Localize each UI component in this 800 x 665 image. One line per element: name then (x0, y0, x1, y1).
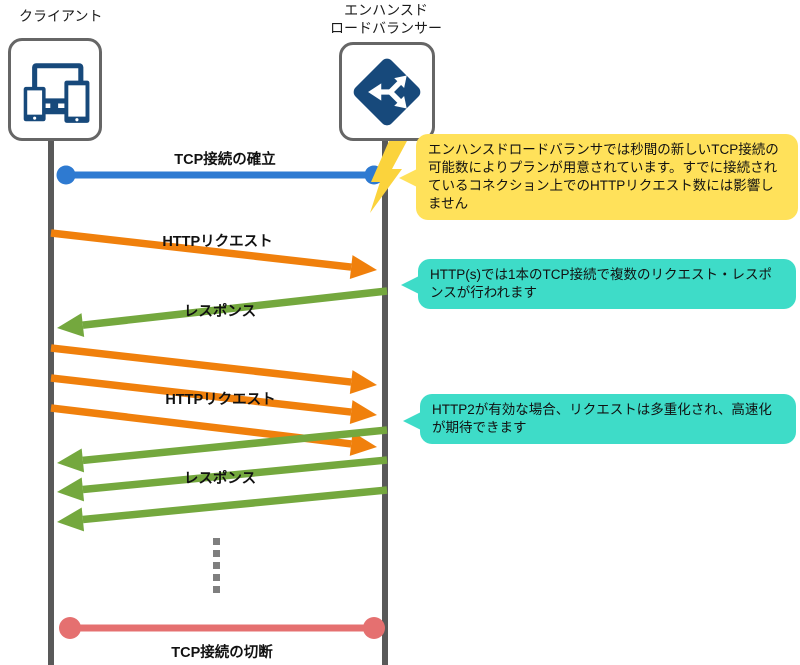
http-request-label-1: HTTPリクエスト (162, 234, 273, 250)
client-lifeline (48, 135, 54, 665)
load-balancer-icon (353, 58, 421, 125)
tcp-establish-label: TCP接続の確立 (174, 152, 276, 168)
client-label: クライアント (19, 8, 103, 24)
vertical-ellipsis (213, 538, 220, 593)
client-actor-box (8, 38, 102, 141)
callout-tail (399, 169, 417, 187)
callout-tcp-plan: エンハンスドロードバランサでは秒間の新しいTCP接続の可能数によりプランが用意さ… (399, 134, 798, 220)
tcp-disconnect-label: TCP接続の切断 (171, 645, 273, 661)
http-request-arrow-4 (50, 404, 377, 456)
load-balancer-lifeline (382, 134, 388, 665)
load-balancer-label-line1: エンハンスド (344, 2, 428, 18)
callout-http-keepalive-text: HTTP(s)では1本のTCP接続で複数のリクエスト・レスポンスが行われます (430, 267, 772, 300)
callout-http2-multiplex: HTTP2が有効な場合、リクエストは多重化され、高速化が期待できます (403, 394, 796, 444)
devices-icon (23, 62, 90, 123)
callout-tcp-plan-text: エンハンスドロードバランサでは秒間の新しいTCP接続の可能数によりプランが用意さ… (428, 142, 779, 211)
response-label-1: レスポンス (183, 304, 257, 320)
callout-tail (403, 412, 421, 430)
callout-tail (401, 276, 419, 294)
load-balancer-label: エンハンスド ロードバランサー (310, 2, 462, 37)
response-arrow-4 (57, 486, 388, 532)
http-request-label-2: HTTPリクエスト (165, 392, 276, 408)
load-balancer-actor-box (339, 42, 435, 141)
tcp-disconnect-line (59, 617, 385, 639)
response-label-2: レスポンス (183, 471, 257, 487)
response-arrow-2 (57, 426, 388, 473)
load-balancer-label-line2: ロードバランサー (330, 19, 442, 36)
callout-http-keepalive: HTTP(s)では1本のTCP接続で複数のリクエスト・レスポンスが行われます (401, 259, 796, 309)
callout-http2-multiplex-text: HTTP2が有効な場合、リクエストは多重化され、高速化が期待できます (432, 402, 772, 435)
